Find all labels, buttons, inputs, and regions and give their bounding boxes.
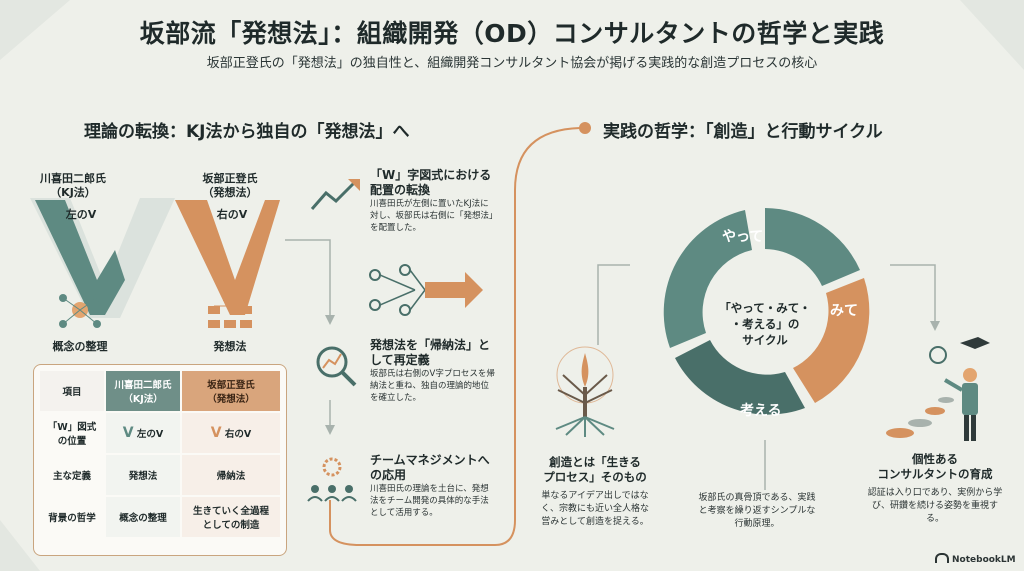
- step-1-body: 川喜田氏が左側に置いたKJ法に対し、坂部氏は右側に「発想法」を配置した。: [370, 199, 494, 233]
- creation-column: 創造とは「生きる プロセス」そのもの 単なるアイデア出しではなく、宗教にも近い全…: [540, 455, 650, 529]
- brand-text: NotebookLM: [952, 555, 1016, 565]
- table-header-kj: 川喜田二郎氏 （KJ法）: [106, 371, 181, 411]
- hierarchy-icon: [208, 292, 252, 328]
- table-cell: V 右のV: [182, 413, 280, 453]
- trend-arrow-icon: [310, 179, 360, 210]
- connector-lines: [285, 122, 591, 546]
- table-cell: 「W」図式 の位置: [47, 422, 97, 447]
- brand-logo-icon: [935, 553, 949, 563]
- table-header-item: 項目: [40, 371, 104, 411]
- step-1: 「W」字図式における配置の転換 川喜田氏が左側に置いたKJ法に対し、坂部氏は右側…: [370, 168, 495, 234]
- sakabe-bottom-label: 発想法: [213, 340, 247, 353]
- right-connectors: [597, 264, 940, 490]
- team-gear-icon: [307, 457, 357, 502]
- step-1-title: 「W」字図式における配置の転換: [370, 168, 492, 197]
- cell-text: 左のV: [136, 429, 164, 440]
- cycle-seg-left: [663, 210, 752, 348]
- kj-name: 川喜田二郎氏 （KJ法）: [40, 172, 106, 199]
- notebooklm-brand: NotebookLM: [935, 553, 1016, 565]
- kj-bottom-label: 概念の整理: [52, 340, 108, 353]
- right-section-heading: 実践の哲学：「創造」と行動サイクル: [603, 122, 883, 142]
- creation-body: 単なるアイデア出しではなく、宗教にも近い全人格な営みとして創造を捉える。: [540, 491, 649, 527]
- cycle-center: 「やって・みて・ ・考える」の サイクル: [719, 301, 811, 347]
- consultant-growth-icon: [886, 337, 990, 441]
- cycle-label-mite: みて: [830, 303, 858, 319]
- page-title: 坂部流「発想法」：組織開発（OD）コンサルタントの哲学と実践: [139, 19, 885, 48]
- step-3-body: 川喜田氏の理論を土台に、発想法をチーム開発の具体的な手法として活用する。: [370, 484, 489, 518]
- consultant-column: 個性ある コンサルタントの育成 認証は入り口であり、実例から学び、研鑽を続ける姿…: [865, 452, 1005, 526]
- w-diagram: [30, 198, 280, 318]
- cycle-description: 坂部氏の真骨頂である、実践と考察を繰り返すシンプルな行動原理。: [697, 492, 817, 531]
- consultant-body: 認証は入り口であり、実例から学び、研鑽を続ける姿勢を重視する。: [867, 488, 1003, 524]
- table-cell: 背景の哲学: [48, 513, 96, 524]
- tree-icon: [555, 346, 615, 437]
- cycle-body: 坂部氏の真骨頂である、実践と考察を繰り返すシンプルな行動原理。: [698, 493, 816, 529]
- left-section-heading: 理論の転換：KJ法から独自の「発想法」へ: [84, 122, 410, 142]
- table-cell: V 左のV: [106, 413, 181, 453]
- sakabe-v-label: 右のV: [216, 208, 248, 221]
- comparison-table: 項目 川喜田二郎氏 （KJ法） 坂部正登氏 （発想法） 「W」図式 の位置 V …: [38, 369, 282, 539]
- step-2-body: 坂部氏は右側のV字プロセスを帰納法と重ね、独自の理論的地位を確立した。: [370, 369, 495, 403]
- comparison-table-card: 項目 川喜田二郎氏 （KJ法） 坂部正登氏 （発想法） 「W」図式 の位置 V …: [33, 364, 287, 556]
- table-row: 「W」図式 の位置 V 左のV V 右のV: [40, 413, 280, 453]
- concept-network-icon: [59, 294, 101, 328]
- table-cell: 主な定義: [52, 471, 91, 482]
- table-header-sakabe: 坂部正登氏 （発想法）: [182, 371, 280, 411]
- cycle-seg-top: [765, 208, 860, 286]
- table-cell: 発想法: [106, 455, 181, 495]
- sakabe-name: 坂部正登氏 （発想法）: [202, 172, 258, 199]
- step-2: 発想法を「帰納法」として再定義 坂部氏は右側のV字プロセスを帰納法と重ね、独自の…: [370, 338, 495, 404]
- step-2-title: 発想法を「帰納法」として再定義: [370, 338, 491, 367]
- table-row: 背景の哲学 概念の整理 生きていく全過程 としての制造: [40, 497, 280, 537]
- cycle-seg-right: [793, 278, 870, 403]
- creation-title: 創造とは「生きる プロセス」そのもの: [543, 455, 647, 484]
- left-v-shape: [35, 200, 125, 315]
- page-subtitle: 坂部正登氏の「発想法」の独自性と、組織開発コンサルタント協会が掲げる実践的な創造…: [206, 56, 818, 71]
- convergence-arrow-icon: [369, 264, 483, 316]
- cycle-label-yatte: やって: [722, 229, 764, 245]
- table-row: 主な定義 発想法 帰納法: [40, 455, 280, 495]
- orange-v-icon: V: [210, 425, 222, 441]
- step-3-title: チームマネジメントへの応用: [370, 453, 490, 482]
- teal-v-icon: V: [122, 425, 134, 441]
- cell-text: 右のV: [224, 429, 252, 440]
- right-v-shape: [175, 200, 280, 315]
- table-cell: 概念の整理: [106, 497, 181, 537]
- table-cell: 生きていく全過程 としての制造: [182, 497, 280, 537]
- step-3: チームマネジメントへの応用 川喜田氏の理論を土台に、発想法をチーム開発の具体的な…: [370, 453, 495, 519]
- magnify-chart-icon: [316, 346, 357, 387]
- table-cell: 帰納法: [182, 455, 280, 495]
- cycle-label-kangaeru: 考える: [740, 403, 782, 419]
- action-cycle: [663, 208, 870, 415]
- consultant-title: 個性ある コンサルタントの育成: [877, 452, 993, 481]
- kj-v-label: 左のV: [65, 208, 97, 221]
- cycle-seg-bottom: [675, 340, 805, 415]
